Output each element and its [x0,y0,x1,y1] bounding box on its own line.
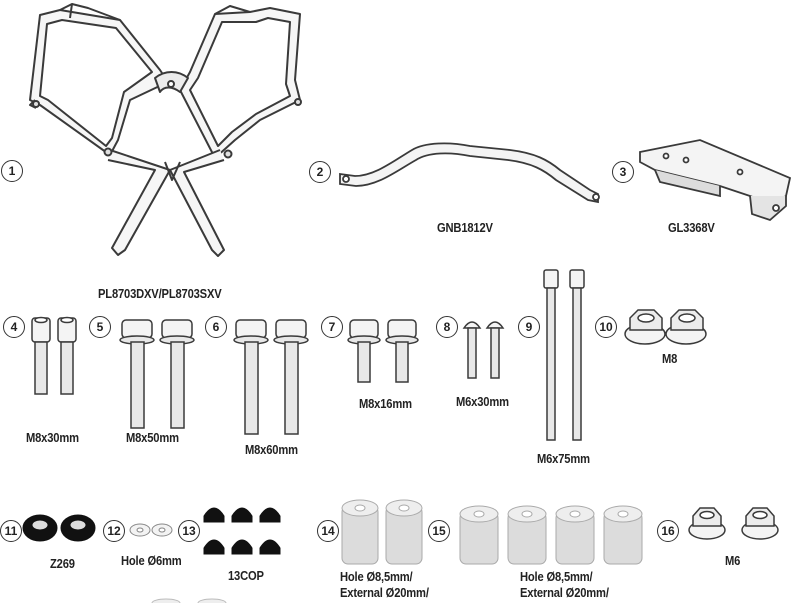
spacer-quad-drawing [459,505,643,565]
item-label-14-line2: External Ø20mm/ [340,585,429,600]
bolt-m6x75-drawing [543,269,585,441]
item-number-4: 4 [3,316,25,338]
cap-drawing [203,507,281,555]
item-label-15-line2: External Ø20mm/ [520,585,609,600]
item-label-10: M8 [662,351,678,366]
bar-drawing [339,142,600,204]
item-number-1: 1 [1,160,23,182]
item-number-6: 6 [205,316,227,338]
cropped-part-drawing [151,598,227,603]
item-number-2: 2 [309,161,331,183]
item-number-3: 3 [612,161,634,183]
nut-m6-drawing [688,507,779,540]
rubber-ring-drawing [22,514,96,542]
item-label-6: M8x60mm [245,442,298,457]
item-label-15-line1: Hole Ø8,5mm/ [520,569,593,584]
item-label-9: M6x75mm [537,451,590,466]
washer-drawing [129,523,173,537]
item-number-13: 13 [178,520,200,542]
item-number-11: 11 [0,520,22,542]
item-number-9: 9 [518,316,540,338]
item-number-12: 12 [103,520,125,542]
bolt-m8x60-drawing [233,319,309,435]
item-number-14: 14 [317,520,339,542]
item-label-11: Z269 [50,556,75,571]
spacer-pair-drawing [341,499,423,565]
item-label-14-line1: Hole Ø8,5mm/ [340,569,413,584]
nut-m8-drawing [624,309,707,345]
item-number-7: 7 [321,316,343,338]
item-label-16: M6 [725,553,741,568]
item-label-12: Hole Ø6mm [121,553,182,568]
bolt-m8x30-drawing [31,316,77,395]
item-label-4: M8x30mm [26,430,79,445]
bolt-m8x16-drawing [347,319,419,383]
item-label-2: GNB1812V [437,220,493,235]
item-label-5: M8x50mm [126,430,179,445]
bracket-drawing [639,139,792,222]
item-label-13: 13COP [228,568,264,583]
bolt-m8x50-drawing [119,319,195,429]
item-label-7: M8x16mm [359,396,412,411]
item-number-10: 10 [595,316,617,338]
pannier-frame-drawing [29,3,302,257]
item-number-5: 5 [89,316,111,338]
item-number-8: 8 [436,316,458,338]
item-number-15: 15 [428,520,450,542]
item-label-1: PL8703DXV/PL8703SXV [98,286,222,301]
item-number-16: 16 [657,520,679,542]
bolt-m6x30-drawing [462,321,505,379]
item-label-3: GL3368V [668,220,715,235]
item-label-8: M6x30mm [456,394,509,409]
